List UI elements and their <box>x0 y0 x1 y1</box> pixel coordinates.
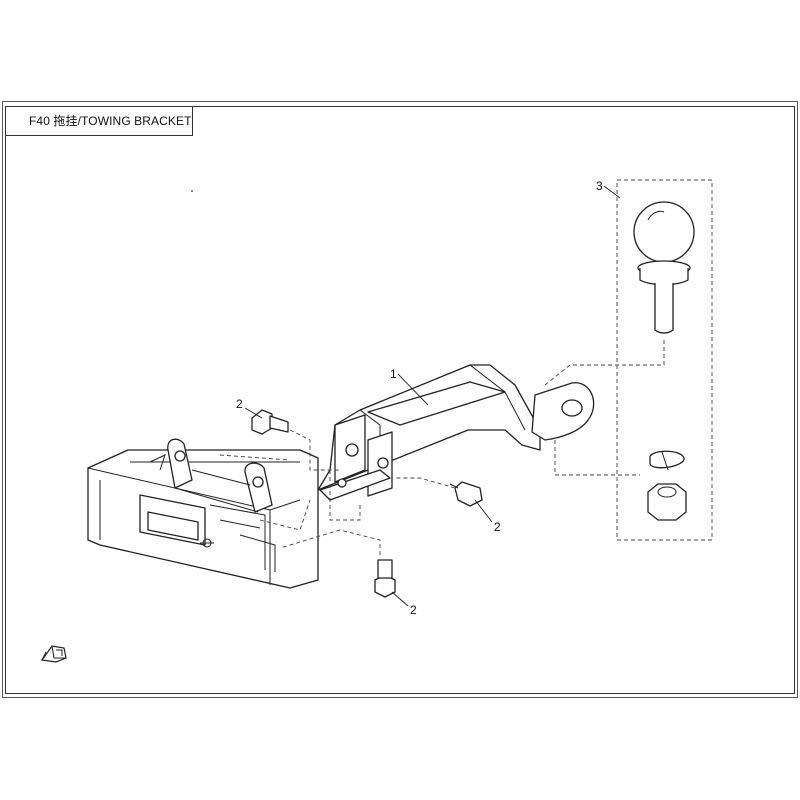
stray-mark <box>191 190 193 192</box>
callout-1: 1 <box>390 367 397 381</box>
callout-2-upper: 2 <box>236 397 243 411</box>
part-3-group-box <box>616 179 713 541</box>
assembly-lines <box>219 340 665 555</box>
callout-leaders <box>244 185 621 607</box>
direction-arrow-icon <box>40 645 67 663</box>
callout-2-lower: 2 <box>410 603 417 617</box>
title-block: F40 拖挂/TOWING BRACKET <box>5 106 193 136</box>
callout-3: 3 <box>596 179 603 193</box>
bolt-part-2-lower <box>374 559 396 598</box>
drawing-frame-inner <box>5 106 795 694</box>
towing-bracket-part-1 <box>317 364 595 501</box>
drawing-frame-outer <box>2 101 798 698</box>
diagram-title: F40 拖挂/TOWING BRACKET <box>29 114 192 128</box>
vehicle-frame-structure <box>87 438 319 589</box>
bolt-part-2-upper <box>251 409 289 435</box>
tow-ball-assembly-part-3 <box>616 179 713 541</box>
callout-2-middle: 2 <box>494 520 501 534</box>
